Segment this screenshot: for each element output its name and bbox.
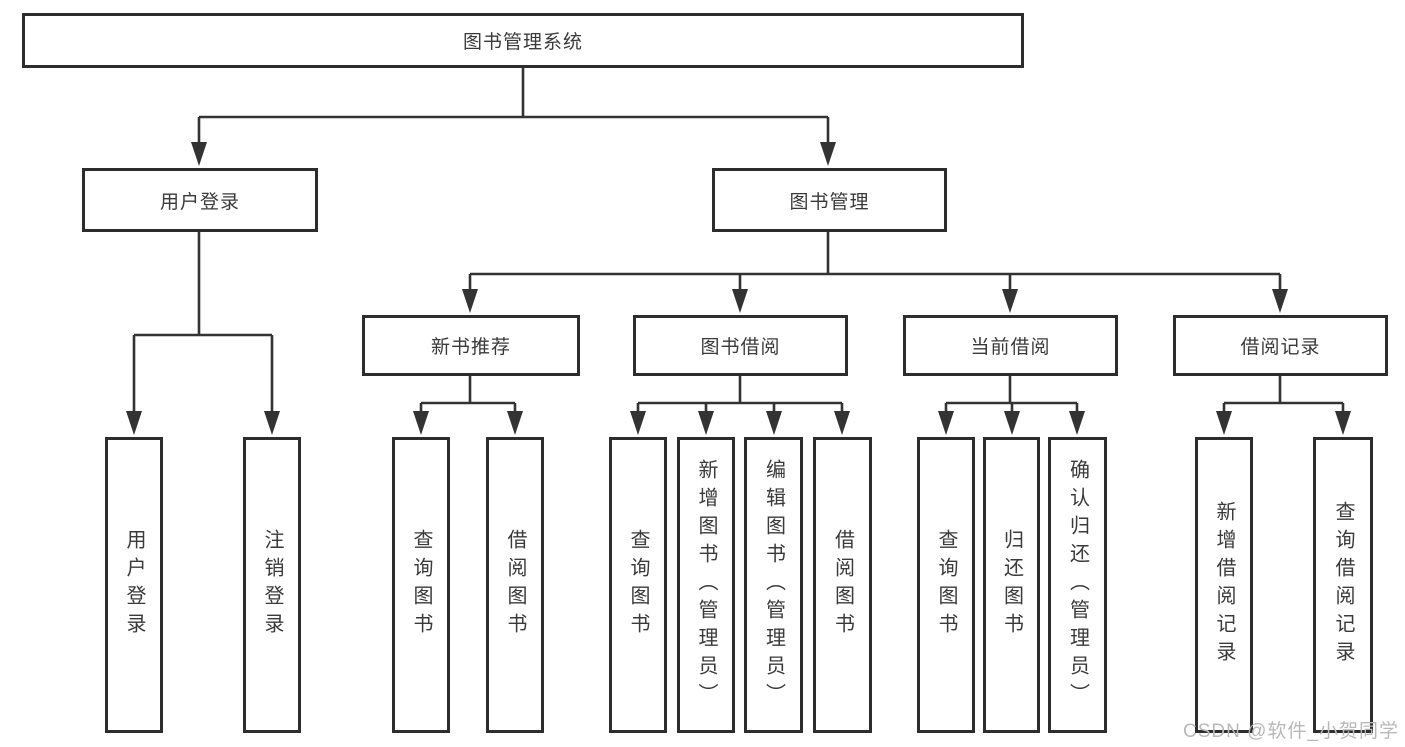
leaf-return-books: 归还图书 [983,437,1040,733]
node-book-borrow: 图书借阅 [633,315,848,376]
leaf-edit-books: 编辑图书（管理员） [744,437,803,733]
leaf-return-books-label: 归还图书 [1000,529,1023,641]
leaf-query-books-a-label: 查询图书 [410,529,432,641]
leaf-borrow-books-b: 借阅图书 [813,437,872,733]
leaf-borrow-books-a: 借阅图书 [486,437,544,733]
leaf-query-books-c-label: 查询图书 [935,529,957,641]
node-book-management: 图书管理 [712,168,947,232]
node-book-management-label: 图书管理 [789,191,870,213]
leaf-confirm-return-label: 确认归还（管理员） [1066,459,1089,711]
leaf-query-books-b: 查询图书 [609,437,667,733]
leaf-query-borrow-record-label: 查询借阅记录 [1332,501,1354,669]
leaf-add-borrow-record: 新增借阅记录 [1195,437,1253,733]
leaf-add-borrow-record-label: 新增借阅记录 [1213,501,1235,669]
node-user-login: 用户登录 [82,168,318,232]
node-borrow-records-label: 借阅记录 [1240,337,1321,358]
leaf-query-books-a: 查询图书 [392,437,450,733]
node-borrow-records: 借阅记录 [1173,315,1388,376]
node-root-system: 图书管理系统 [22,13,1024,68]
leaf-borrow-books-b-label: 借阅图书 [831,529,854,641]
leaf-logout-label: 注销登录 [261,529,283,641]
leaf-query-borrow-record: 查询借阅记录 [1313,437,1373,733]
node-root-label: 图书管理系统 [462,32,583,53]
arrowheads [126,142,1351,435]
node-new-book-recommend-label: 新书推荐 [430,337,511,358]
leaf-borrow-books-a-label: 借阅图书 [504,529,526,641]
csdn-watermark: CSDN @软件_小贺同学 [1183,721,1399,742]
leaf-logout: 注销登录 [243,437,301,733]
leaf-user-login-label: 用户登录 [123,529,145,641]
leaf-add-books-label: 新增图书（管理员） [695,459,717,711]
leaf-edit-books-label: 编辑图书（管理员） [762,459,785,711]
node-current-borrow-label: 当前借阅 [970,337,1051,358]
leaf-add-books: 新增图书（管理员） [677,437,735,733]
leaf-user-login: 用户登录 [105,437,163,733]
leaf-query-books-b-label: 查询图书 [627,529,649,641]
leaf-query-books-c: 查询图书 [917,437,975,733]
node-user-login-label: 用户登录 [159,191,240,213]
node-current-borrow: 当前借阅 [903,315,1118,376]
node-book-borrow-label: 图书借阅 [700,337,781,358]
leaf-confirm-return: 确认归还（管理员） [1048,437,1107,733]
node-new-book-recommend: 新书推荐 [362,315,580,376]
